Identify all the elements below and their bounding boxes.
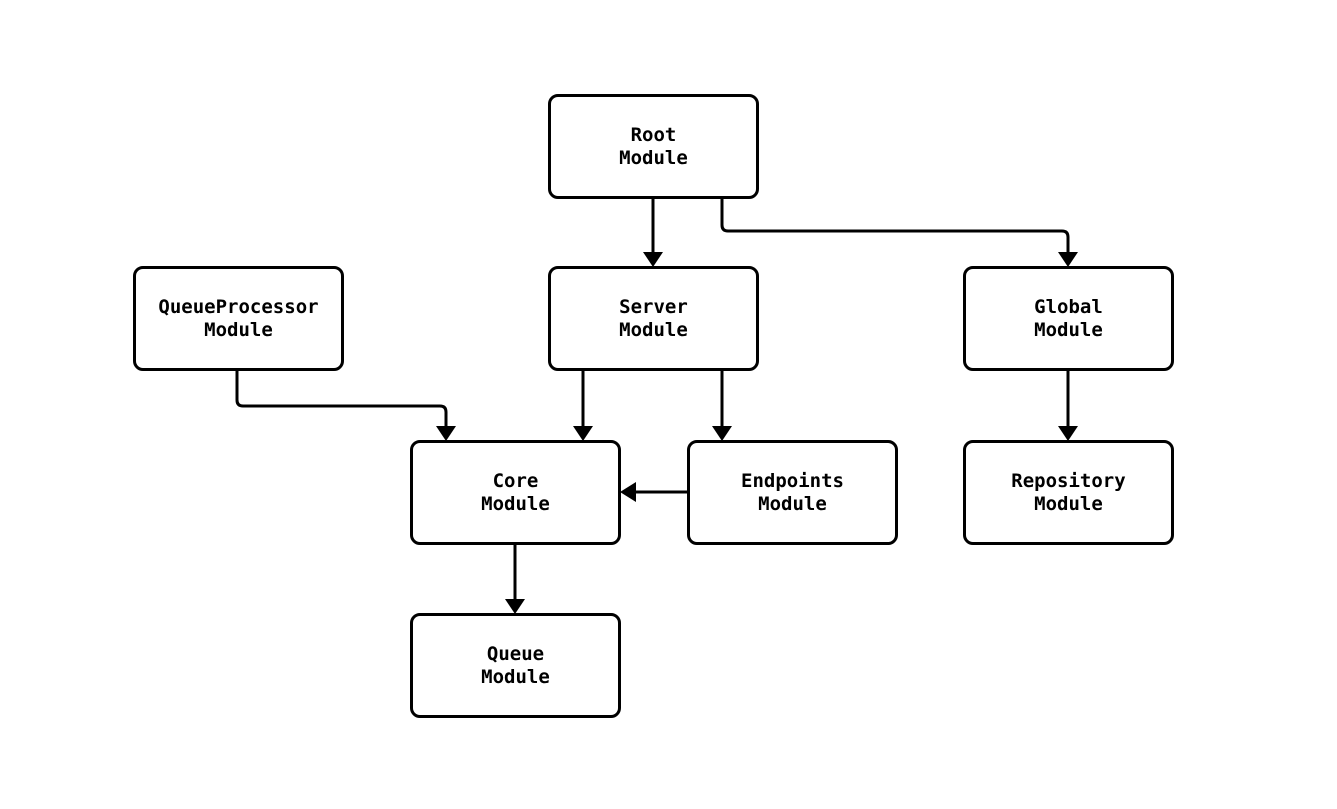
node-queueprocessor-module-line1: QueueProcessor bbox=[158, 295, 319, 318]
edge-queueprocessor-to-core bbox=[235, 371, 456, 441]
node-core-module-line2: Module bbox=[481, 492, 550, 515]
node-queueprocessor-module-line2: Module bbox=[204, 318, 273, 341]
node-core-module-line1: Core bbox=[492, 469, 539, 492]
node-queue-module-line2: Module bbox=[481, 665, 550, 688]
node-server-module-line1: Server bbox=[619, 295, 688, 318]
node-queueprocessor-module[interactable]: QueueProcessor Module bbox=[133, 266, 344, 371]
edge-root-to-global bbox=[720, 199, 1078, 267]
node-repository-module-line2: Module bbox=[1034, 492, 1103, 515]
edge-endpoints-to-core bbox=[620, 482, 687, 502]
node-queue-module[interactable]: Queue Module bbox=[410, 613, 621, 718]
edge-server-to-core bbox=[573, 371, 593, 441]
edge-root-to-server bbox=[643, 199, 663, 267]
node-queue-module-line1: Queue bbox=[486, 642, 545, 665]
edge-core-to-queue bbox=[505, 545, 525, 614]
edge-global-to-repository bbox=[1058, 371, 1078, 441]
edge-server-to-endpoints bbox=[712, 371, 732, 441]
node-endpoints-module-line2: Module bbox=[758, 492, 827, 515]
node-global-module[interactable]: Global Module bbox=[963, 266, 1174, 371]
node-root-module-line2: Module bbox=[619, 146, 688, 169]
node-core-module[interactable]: Core Module bbox=[410, 440, 621, 545]
node-repository-module[interactable]: Repository Module bbox=[963, 440, 1174, 545]
node-endpoints-module[interactable]: Endpoints Module bbox=[687, 440, 898, 545]
node-server-module[interactable]: Server Module bbox=[548, 266, 759, 371]
node-root-module[interactable]: Root Module bbox=[548, 94, 759, 199]
node-root-module-line1: Root bbox=[630, 123, 677, 146]
node-endpoints-module-line1: Endpoints bbox=[741, 469, 844, 492]
node-repository-module-line1: Repository bbox=[1011, 469, 1126, 492]
node-global-module-line2: Module bbox=[1034, 318, 1103, 341]
node-global-module-line1: Global bbox=[1034, 295, 1103, 318]
node-server-module-line2: Module bbox=[619, 318, 688, 341]
